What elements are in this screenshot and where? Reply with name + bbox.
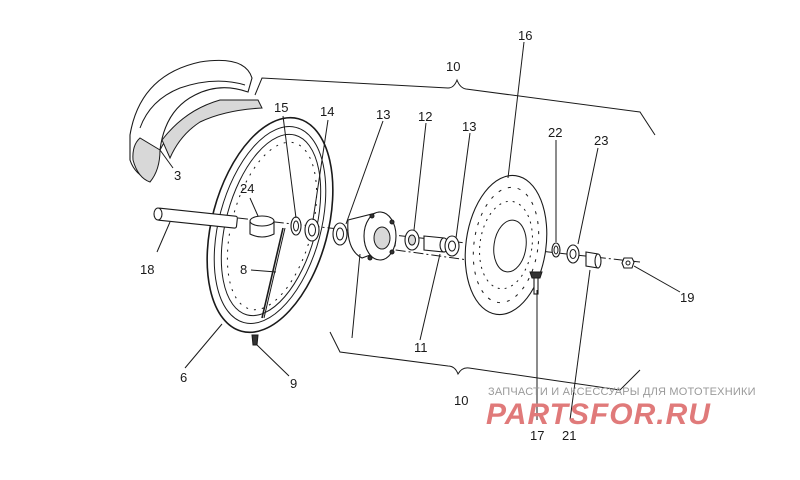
bearing-right <box>566 244 580 264</box>
sleeve <box>423 235 449 253</box>
spacer <box>249 215 275 238</box>
bearing-13b <box>444 235 460 257</box>
leader-lines <box>156 41 681 421</box>
watermark-logo: PARTSFOR.RU <box>486 398 711 431</box>
brake-disc <box>464 174 548 316</box>
callout-21: 21 <box>562 428 576 443</box>
callout-18: 18 <box>140 262 154 277</box>
axle-nut <box>621 257 635 269</box>
callout-23: 23 <box>594 133 608 148</box>
callout-16: 16 <box>518 28 532 43</box>
callout-17: 17 <box>530 428 544 443</box>
tire <box>129 59 263 183</box>
callout-13-left: 13 <box>376 107 390 122</box>
bracket-top <box>254 77 656 136</box>
spoke <box>261 227 286 319</box>
bolt <box>529 271 543 295</box>
callout-14: 14 <box>320 104 334 119</box>
hub <box>347 211 397 261</box>
callout-10-top: 10 <box>446 59 460 74</box>
callout-3: 3 <box>174 168 181 183</box>
callout-24: 24 <box>240 181 254 196</box>
seal-right <box>551 242 561 258</box>
watermark-subtitle: ЗАПЧАСТИ И АКСЕССУАРЫ ДЛЯ МОТОТЕХНИКИ <box>488 386 756 398</box>
callout-13-right: 13 <box>462 119 476 134</box>
bearing-13a <box>332 222 348 246</box>
callout-9: 9 <box>290 376 297 391</box>
callout-10-bottom: 10 <box>454 393 468 408</box>
callout-8: 8 <box>240 262 247 277</box>
seal-left <box>290 216 302 236</box>
axle <box>153 207 238 229</box>
bearing-12 <box>404 229 420 251</box>
spacer-right <box>585 251 602 269</box>
bearing-left <box>304 218 320 242</box>
callout-11: 11 <box>414 340 428 355</box>
callout-6: 6 <box>180 370 187 385</box>
callout-19: 19 <box>680 290 694 305</box>
callout-22: 22 <box>548 125 562 140</box>
callout-15: 15 <box>274 100 288 115</box>
callout-12: 12 <box>418 109 432 124</box>
bracket-bottom <box>329 331 641 391</box>
valve <box>251 334 259 346</box>
